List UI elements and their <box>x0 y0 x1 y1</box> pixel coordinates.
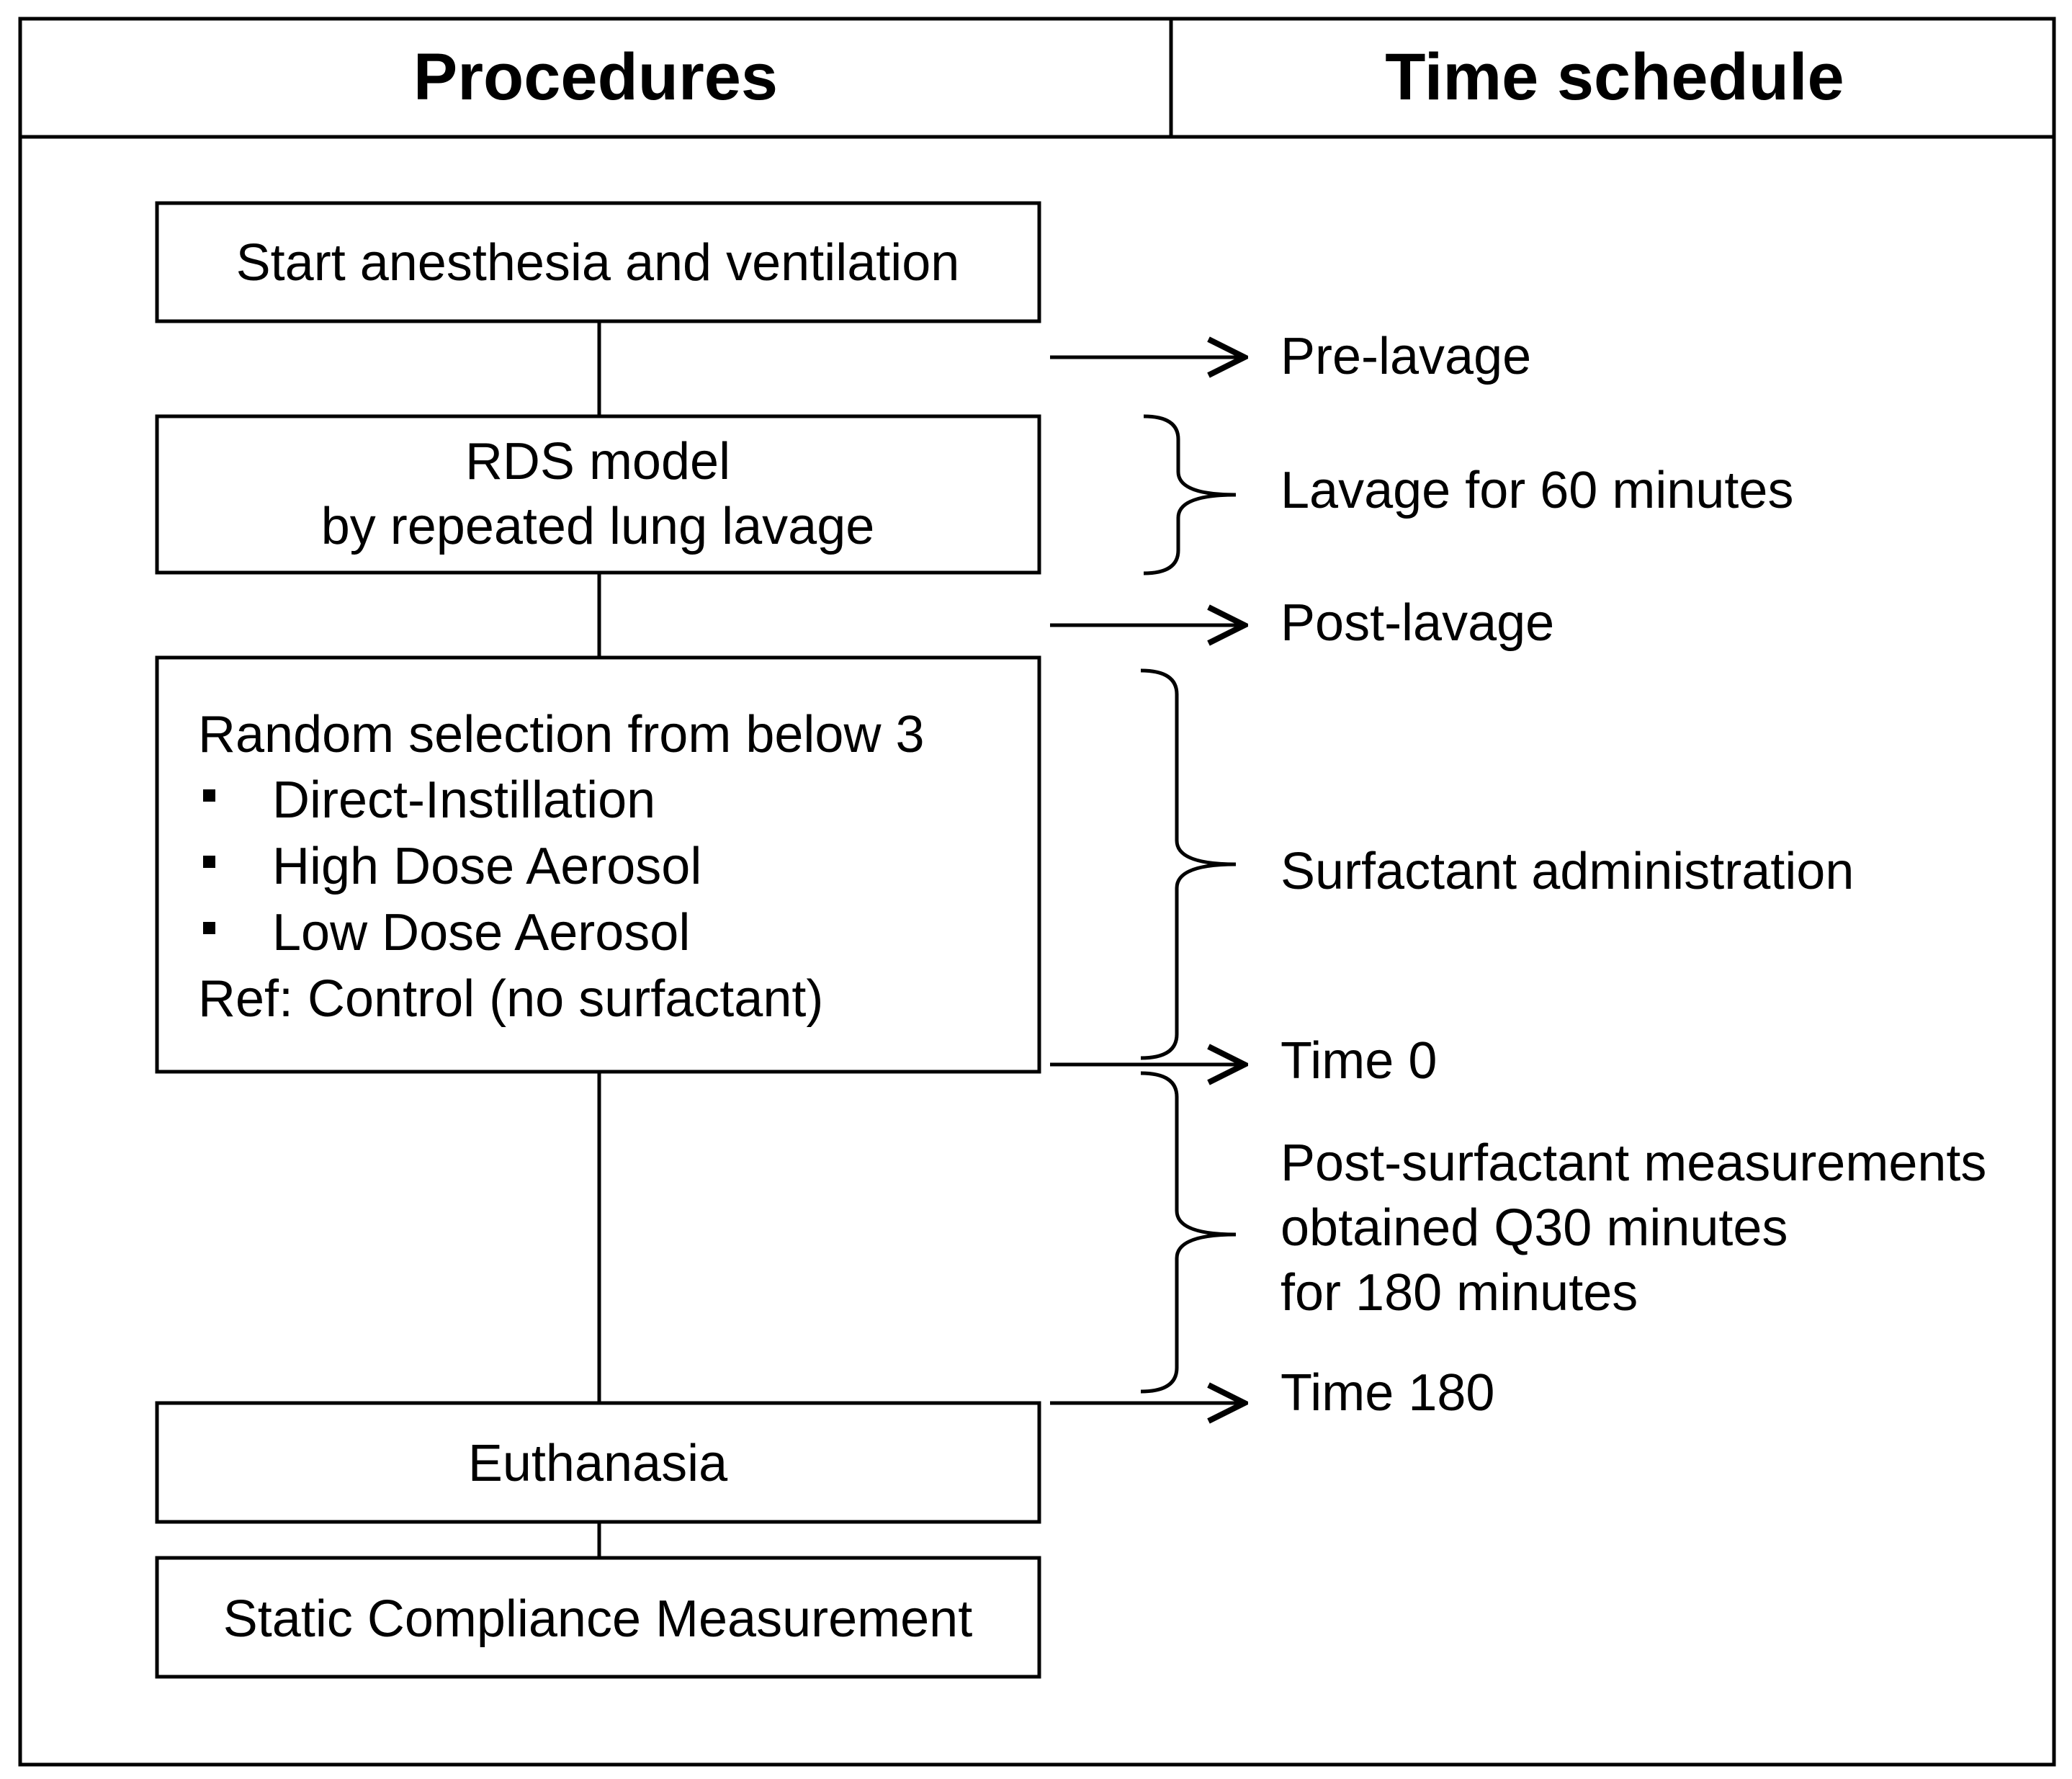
option-high-dose-aerosol: High Dose Aerosol <box>272 838 701 895</box>
time-schedule-header: Time schedule <box>1385 40 1844 114</box>
euthanasia-box <box>155 1401 1041 1524</box>
time180-label: Time 180 <box>1281 1364 1494 1422</box>
option-direct-instillation: Direct-Instillation <box>272 771 655 829</box>
bullet-square <box>203 922 215 934</box>
lavage-duration-label: Lavage for 60 minutes <box>1281 462 1793 519</box>
measurement-brace <box>1140 1071 1237 1394</box>
outer-frame <box>18 17 2056 1767</box>
option-low-dose-aerosol: Low Dose Aerosol <box>272 904 690 962</box>
static-compliance-text: Static Compliance Measurement <box>223 1590 972 1648</box>
time0-label: Time 0 <box>1281 1032 1437 1090</box>
rds-model-box <box>155 414 1041 575</box>
static-compliance-box <box>155 1556 1041 1679</box>
euthanasia-text: Euthanasia <box>468 1435 728 1492</box>
surfactant-brace <box>1140 668 1237 1060</box>
start-anesthesia-box <box>155 201 1041 323</box>
rds-model-line2: by repeated lung lavage <box>321 498 875 555</box>
lavage-brace <box>1143 414 1237 575</box>
rds-model-line1: RDS model <box>465 433 730 490</box>
bullet-square <box>203 789 215 802</box>
surfactant-administration-label: Surfactant administration <box>1281 843 1854 900</box>
pre-lavage-label: Pre-lavage <box>1281 328 1531 385</box>
start-anesthesia-text: Start anesthesia and ventilation <box>236 234 960 292</box>
post-surfactant-line3: for 180 minutes <box>1281 1264 1638 1322</box>
post-surfactant-line2: obtained Q30 minutes <box>1281 1199 1788 1257</box>
random-selection-box <box>155 655 1041 1074</box>
procedures-header: Procedures <box>413 40 778 114</box>
reference-control-text: Ref: Control (no surfactant) <box>198 970 823 1028</box>
random-selection-title: Random selection from below 3 <box>198 706 925 763</box>
bullet-square <box>203 856 215 868</box>
post-lavage-label: Post-lavage <box>1281 594 1554 652</box>
post-surfactant-line1: Post-surfactant measurements <box>1281 1134 1986 1192</box>
